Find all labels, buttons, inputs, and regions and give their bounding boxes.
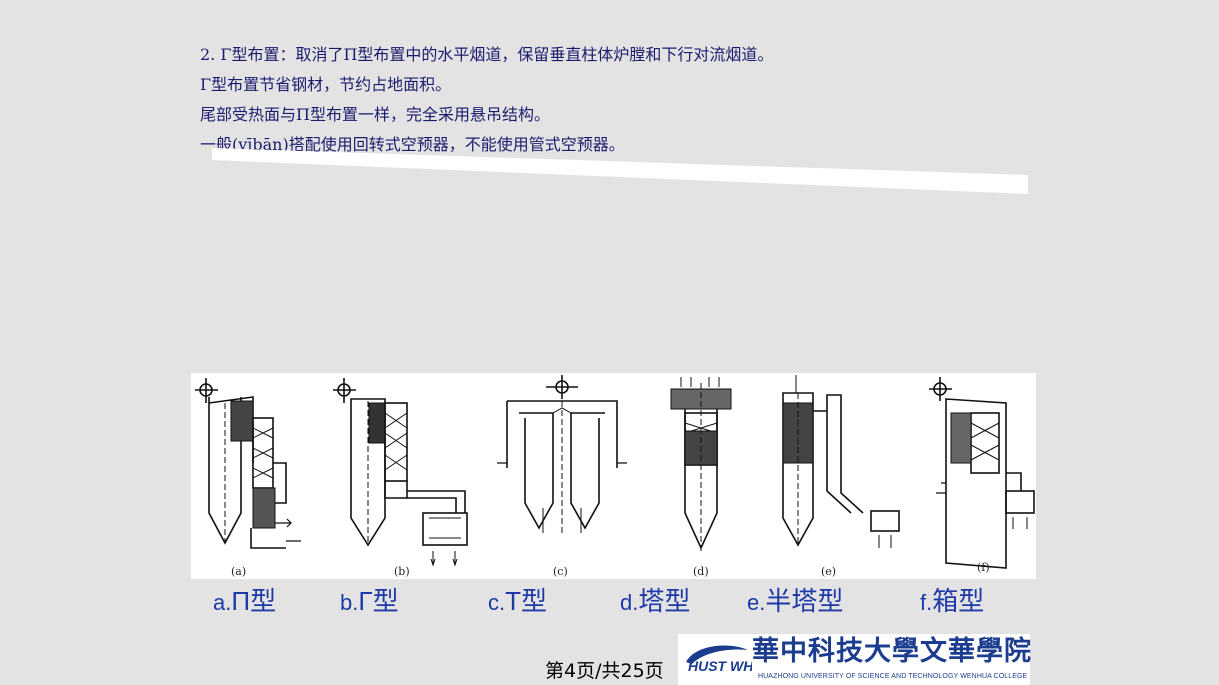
college-name-en: HUAZHONG UNIVERSITY OF SCIENCE AND TECHN… <box>758 673 1028 680</box>
diagram-pi-type: (a) <box>195 378 301 578</box>
panel-label-a: (a) <box>231 565 246 578</box>
caption-a-prefix: a. <box>213 590 232 615</box>
logo-mark-text: HUST WH <box>688 658 752 674</box>
diagram-half-tower-type: (e) <box>782 375 900 578</box>
caption-f-prefix: f. <box>920 590 933 615</box>
caption-c: c.T型 <box>488 583 547 619</box>
caption-a: a.Π型 <box>213 583 276 619</box>
college-logo: HUST WH 華中科技大學文華學院 HUAZHONG UNIVERSITY O… <box>678 634 1032 685</box>
diagram-box-type: (f) <box>929 377 1035 574</box>
caption-c-name: T型 <box>505 586 548 616</box>
panel-label-c: (c) <box>553 565 568 578</box>
caption-d-prefix: d. <box>620 590 639 615</box>
caption-d-name: 塔型 <box>638 586 691 616</box>
college-logo-mark-icon: HUST WH <box>686 645 752 674</box>
caption-f: f.箱型 <box>920 583 984 619</box>
text-line-1: 2. Γ型布置：取消了Π型布置中的水平烟道，保留垂直柱体炉膛和下行对流烟道。 <box>200 45 774 64</box>
diagram-gamma-type: (b) <box>333 378 468 578</box>
text-block: 2. Γ型布置：取消了Π型布置中的水平烟道，保留垂直柱体炉膛和下行对流烟道。 Γ… <box>200 40 1020 160</box>
caption-d: d.塔型 <box>620 583 690 619</box>
college-name-cn: 華中科技大學文華學院 <box>752 636 1032 667</box>
caption-c-prefix: c. <box>488 590 506 615</box>
caption-e: e.半塔型 <box>747 583 843 619</box>
panel-label-e: (e) <box>821 565 836 578</box>
highlight-strip <box>212 148 1028 194</box>
caption-e-prefix: e. <box>747 590 766 615</box>
diagram-tower-type: (d) <box>670 377 732 578</box>
caption-e-name: 半塔型 <box>765 586 844 616</box>
panel-label-b: (b) <box>394 565 410 578</box>
caption-b-prefix: b. <box>340 590 359 615</box>
page-number: 第4页/共25页 <box>545 660 664 682</box>
text-line-3: 尾部受热面与Π型布置一样，完全采用悬吊结构。 <box>200 105 550 124</box>
text-line-2: Γ型布置节省钢材，节约占地面积。 <box>200 75 452 94</box>
diagram-t-type: (c) <box>497 375 627 578</box>
caption-a-name: Π型 <box>231 586 277 616</box>
caption-b: b.Γ型 <box>340 583 399 619</box>
caption-b-name: Γ型 <box>358 586 399 616</box>
text-line-4: 一般(yībān)搭配使用回转式空预器，不能使用管式空预器。 <box>200 135 625 154</box>
caption-f-name: 箱型 <box>932 586 985 616</box>
panel-label-d: (d) <box>693 565 709 578</box>
boiler-layout-figure: (a) (b) <box>191 373 1036 579</box>
panel-label-f: (f) <box>977 561 990 574</box>
